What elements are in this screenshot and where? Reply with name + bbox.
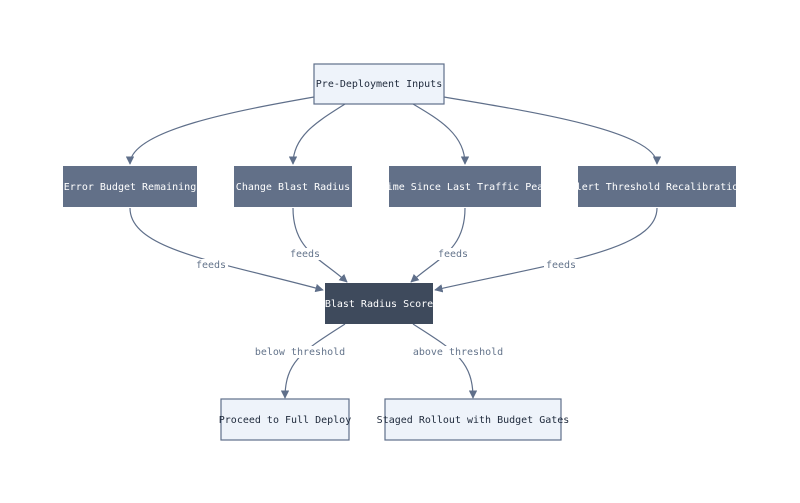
svg-text:feeds: feeds — [546, 260, 576, 271]
node-alert-threshold-recalibration: Alert Threshold Recalibration — [570, 166, 745, 207]
node-time-since-last-traffic-peak: Time Since Last Traffic Peak — [381, 166, 550, 207]
edge-error-budget-to-score — [129, 207, 324, 293]
edge-change-radius-to-score — [292, 207, 348, 283]
edge-score-to-full-deploy — [280, 323, 346, 399]
svg-text:feeds: feeds — [196, 260, 226, 271]
svg-text:above threshold: above threshold — [413, 347, 503, 358]
edge-inputs-to-time-since-peak — [412, 103, 470, 165]
edge-time-since-peak-to-score — [410, 207, 466, 283]
svg-text:Change Blast Radius: Change Blast Radius — [236, 182, 350, 193]
node-proceed-to-full-deploy: Proceed to Full Deploy — [219, 398, 351, 441]
edge-score-to-staged — [412, 323, 478, 399]
edge-label-below-threshold: below threshold — [254, 346, 346, 358]
node-staged-rollout-with-budget-gates: Staged Rollout with Budget Gates — [377, 398, 570, 441]
svg-text:Time Since Last Traffic Peak: Time Since Last Traffic Peak — [381, 182, 550, 193]
edge-inputs-to-change-radius — [288, 103, 346, 165]
node-change-blast-radius: Change Blast Radius — [234, 166, 352, 207]
edge-label-feeds-2: feeds — [288, 248, 322, 260]
svg-text:below threshold: below threshold — [255, 347, 345, 358]
svg-text:Staged Rollout with Budget Gat: Staged Rollout with Budget Gates — [377, 415, 570, 426]
node-blast-radius-score: Blast Radius Score — [325, 283, 433, 324]
svg-text:Pre-Deployment Inputs: Pre-Deployment Inputs — [316, 79, 442, 90]
svg-text:Proceed to Full Deploy: Proceed to Full Deploy — [219, 415, 351, 426]
svg-text:feeds: feeds — [290, 249, 320, 260]
svg-text:feeds: feeds — [438, 249, 468, 260]
node-pre-deployment-inputs: Pre-Deployment Inputs — [313, 63, 445, 105]
edge-label-feeds-1: feeds — [194, 259, 228, 271]
edge-label-above-threshold: above threshold — [412, 346, 504, 358]
svg-text:Alert Threshold Recalibration: Alert Threshold Recalibration — [570, 182, 745, 193]
svg-text:Error Budget Remaining: Error Budget Remaining — [64, 182, 196, 193]
edge-alert-recal-to-score — [434, 207, 658, 293]
edge-label-feeds-4: feeds — [544, 259, 578, 271]
edge-label-feeds-3: feeds — [436, 248, 470, 260]
edge-inputs-to-error-budget — [125, 96, 315, 165]
edge-inputs-to-alert-recal — [443, 96, 662, 165]
svg-text:Blast Radius Score: Blast Radius Score — [325, 299, 433, 310]
node-error-budget-remaining: Error Budget Remaining — [63, 166, 197, 207]
